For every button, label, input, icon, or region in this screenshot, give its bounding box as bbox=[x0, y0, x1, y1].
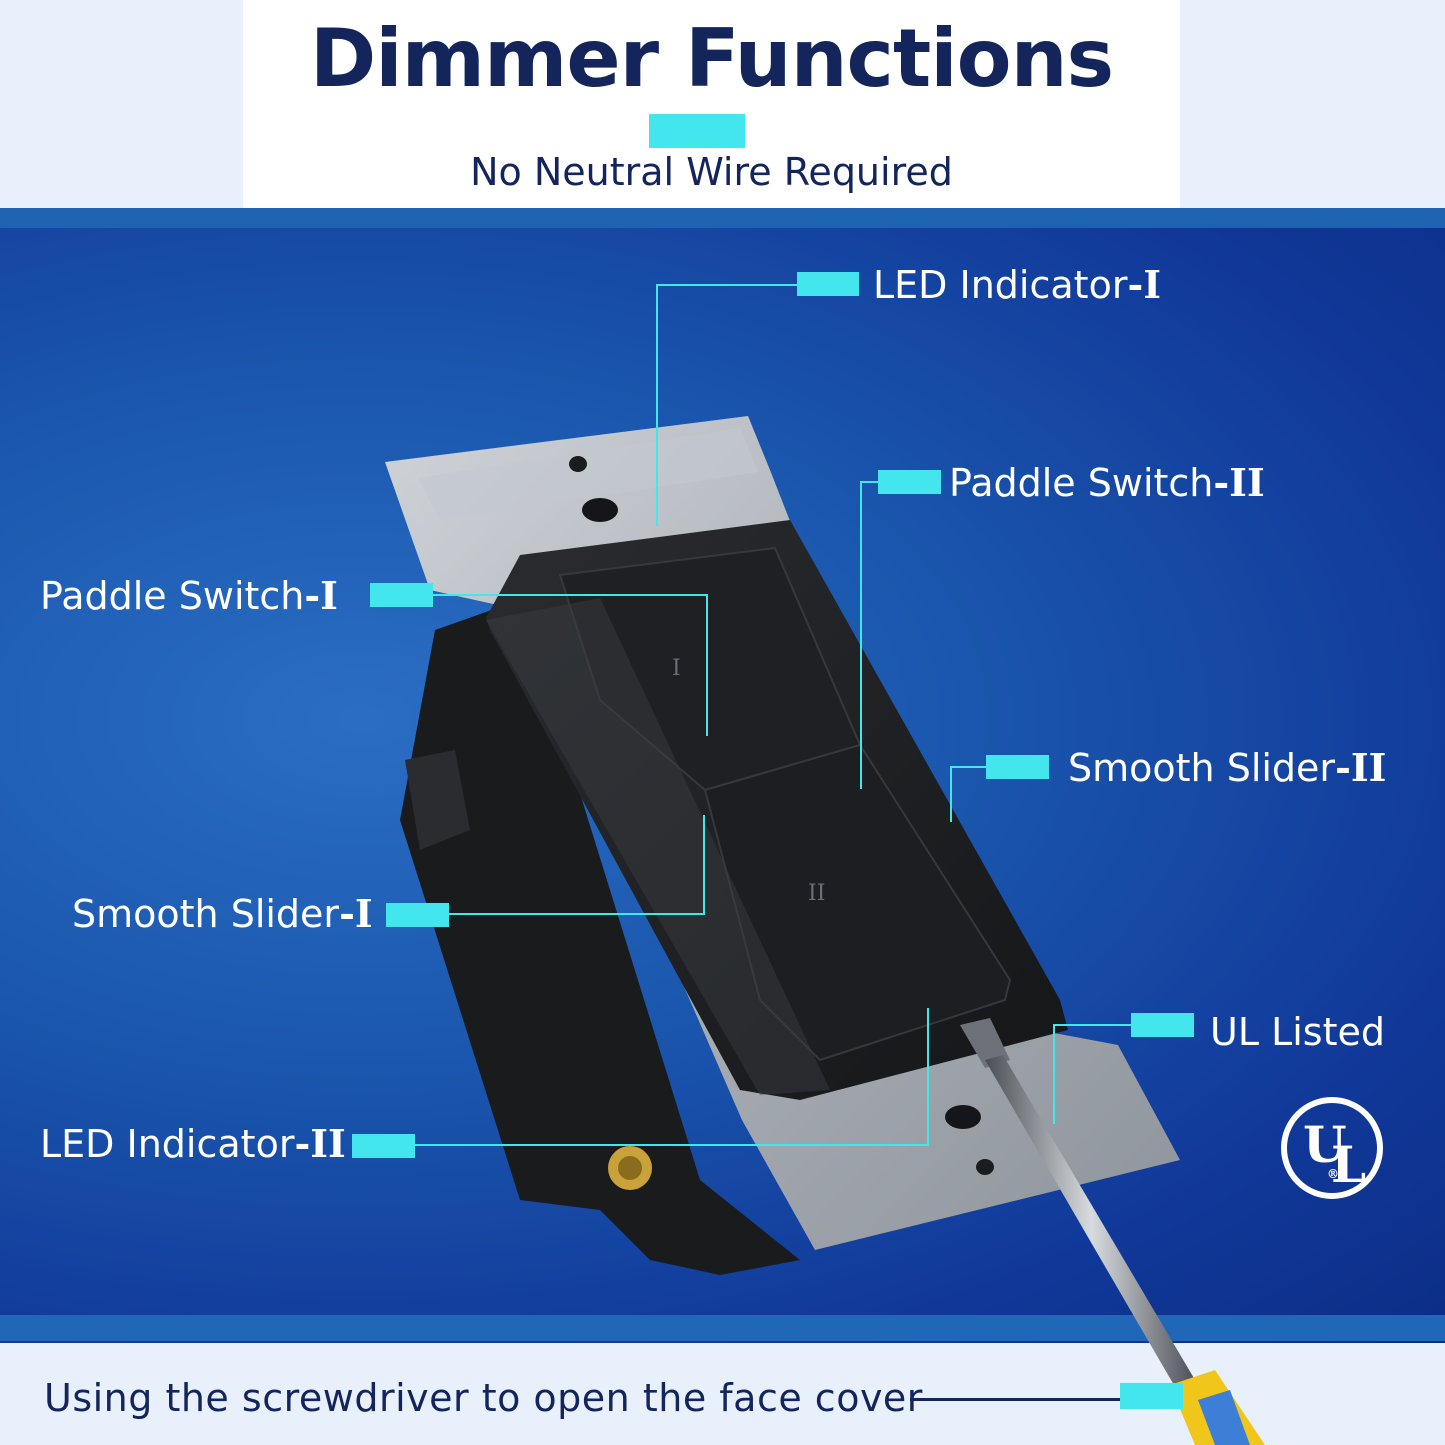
leader-led-1-h bbox=[656, 284, 800, 286]
leader-ul-v bbox=[1053, 1024, 1055, 1124]
screwdriver-tip bbox=[960, 1018, 1010, 1068]
tag-paddle-switch-1 bbox=[370, 583, 433, 607]
leader-paddle-1-h bbox=[432, 594, 708, 596]
leader-slider-2-v bbox=[950, 766, 952, 822]
label-led-indicator-1: LED Indicator-I bbox=[873, 262, 1161, 307]
strap-slot-bottom bbox=[945, 1105, 981, 1129]
label-led-indicator-2: LED Indicator-II bbox=[40, 1121, 346, 1166]
ul-certification-logo: U L ® bbox=[1281, 1097, 1383, 1199]
header-panel: Dimmer Functions No Neutral Wire Require… bbox=[243, 0, 1180, 208]
leader-paddle-1-v bbox=[706, 594, 708, 736]
leader-led-2-h bbox=[413, 1144, 929, 1146]
tag-paddle-switch-2 bbox=[878, 470, 941, 494]
label-smooth-slider-2: Smooth Slider-II bbox=[1068, 745, 1387, 790]
footer-leader-line bbox=[910, 1398, 1125, 1401]
screwdriver-shaft bbox=[985, 1055, 1198, 1392]
tag-smooth-slider-1 bbox=[386, 903, 449, 927]
leader-paddle-2-h bbox=[860, 481, 880, 483]
switch-side-bracket bbox=[405, 750, 470, 850]
ul-logo-u: U bbox=[1303, 1115, 1347, 1174]
strap-hole-top bbox=[569, 456, 587, 472]
switch-back-body bbox=[400, 600, 800, 1275]
leader-ul-h bbox=[1053, 1024, 1133, 1026]
title-accent-bar bbox=[649, 114, 745, 148]
tag-led-indicator-2 bbox=[352, 1134, 415, 1158]
stage-bottom-band bbox=[0, 1315, 1445, 1341]
label-smooth-slider-1: Smooth Slider-I bbox=[72, 891, 373, 936]
label-paddle-switch-2: Paddle Switch-II bbox=[949, 460, 1265, 505]
leader-slider-1-h bbox=[448, 913, 705, 915]
paddle-mark-2: II bbox=[808, 881, 825, 906]
tag-ul-listed bbox=[1131, 1013, 1194, 1037]
footer-tag bbox=[1120, 1383, 1183, 1409]
ul-logo-registered: ® bbox=[1327, 1167, 1339, 1181]
footer-caption: Using the screwdriver to open the face c… bbox=[44, 1376, 923, 1420]
leader-paddle-2-v bbox=[860, 481, 862, 789]
ul-logo-l: L bbox=[1331, 1135, 1367, 1194]
stage-top-band bbox=[0, 208, 1445, 228]
page-subtitle: No Neutral Wire Required bbox=[470, 150, 953, 194]
page-title: Dimmer Functions bbox=[309, 12, 1114, 105]
tag-led-indicator-1 bbox=[797, 272, 859, 296]
label-paddle-switch-1: Paddle Switch-I bbox=[40, 573, 338, 618]
paddle-mark-1: I bbox=[672, 656, 681, 681]
label-ul-listed: UL Listed bbox=[1210, 1010, 1385, 1054]
leader-led-2-v bbox=[927, 1008, 929, 1146]
leader-slider-2-h bbox=[950, 766, 988, 768]
strap-hole-bottom bbox=[976, 1159, 994, 1175]
leader-slider-1-v bbox=[703, 815, 705, 915]
tag-smooth-slider-2 bbox=[986, 755, 1049, 779]
strap-slot-top bbox=[582, 498, 618, 522]
leader-led-1-v bbox=[656, 284, 658, 526]
